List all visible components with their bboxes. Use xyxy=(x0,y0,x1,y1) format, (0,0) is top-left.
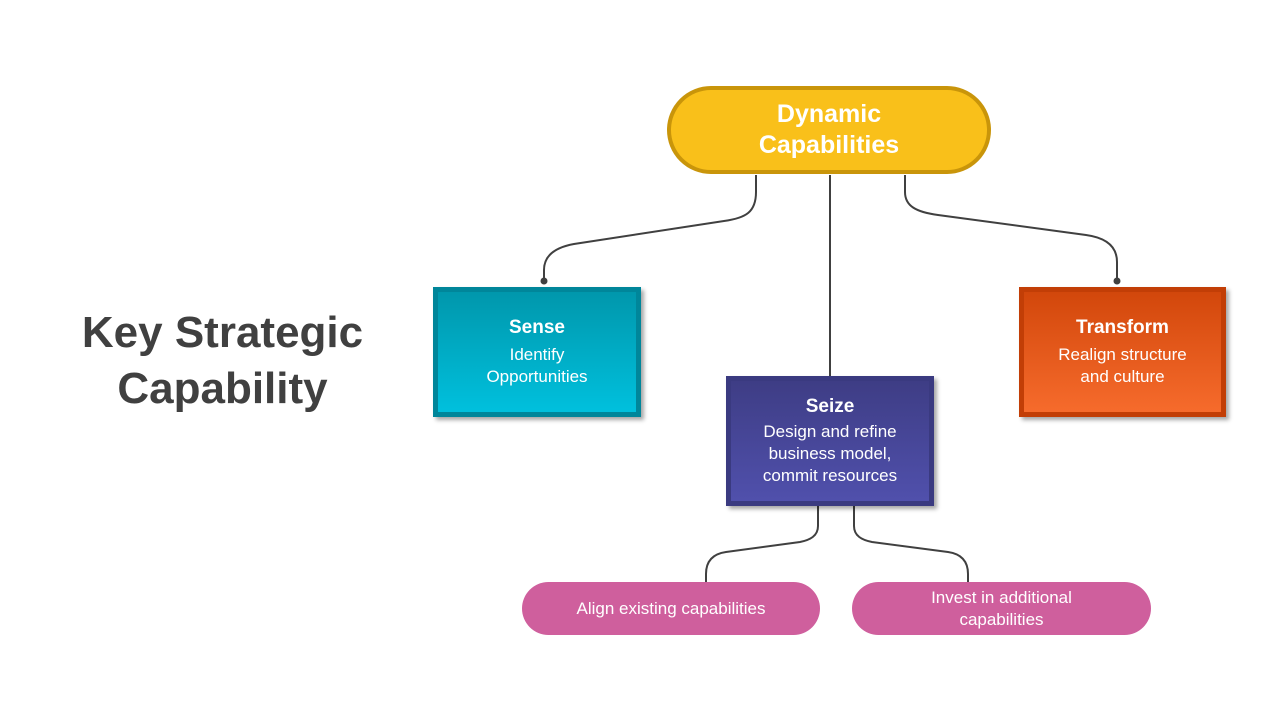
node-seize: Seize Design and refine business model, … xyxy=(726,376,934,506)
root-node-line-2: Capabilities xyxy=(758,131,900,159)
node-transform: Transform Realign structure and culture xyxy=(1019,287,1226,417)
node-seize-description: Design and refine business model, commit… xyxy=(763,421,897,487)
node-sense-description: Identify Opportunities xyxy=(486,344,587,388)
connector-root-to-sense xyxy=(543,175,757,281)
node-sense: Sense Identify Opportunities xyxy=(433,287,641,417)
node-seize-title: Seize xyxy=(805,396,855,417)
page-title-line-2: Capability xyxy=(117,364,328,413)
sub-node-align: Align existing capabilities xyxy=(522,582,820,635)
node-transform-line-2: and culture xyxy=(1080,367,1165,386)
connector-root-to-transform xyxy=(904,175,1118,281)
node-sense-title: Sense xyxy=(509,317,565,338)
node-sense-line-2: Opportunities xyxy=(486,367,588,386)
node-seize-line-2: business model, xyxy=(768,444,892,463)
sub-node-align-line-1: Align existing capabilities xyxy=(576,598,766,618)
sub-node-invest: Invest in additional capabilities xyxy=(852,582,1151,635)
node-transform-line-1: Realign structure xyxy=(1058,345,1187,364)
sub-node-invest-line-2: capabilities xyxy=(959,609,1044,629)
connector-dot-transform xyxy=(1113,277,1121,285)
connector-seize-to-align xyxy=(705,506,819,582)
node-sense-line-1: Identify xyxy=(509,345,565,364)
root-node-line-1: Dynamic xyxy=(776,100,882,128)
connector-dot-sense xyxy=(540,277,548,285)
sub-node-invest-text: Invest in additional capabilities xyxy=(931,587,1072,631)
node-seize-line-3: commit resources xyxy=(762,466,898,485)
sub-node-invest-line-1: Invest in additional xyxy=(931,587,1072,607)
page-title-line-1: Key Strategic xyxy=(81,308,364,357)
root-node-dynamic-capabilities: Dynamic Capabilities xyxy=(667,86,991,174)
node-seize-line-1: Design and refine xyxy=(763,422,897,441)
connector-seize-to-invest xyxy=(853,506,969,582)
page-title: Key Strategic Capability xyxy=(40,305,405,417)
node-transform-description: Realign structure and culture xyxy=(1058,344,1187,388)
node-transform-title: Transform xyxy=(1076,317,1169,338)
